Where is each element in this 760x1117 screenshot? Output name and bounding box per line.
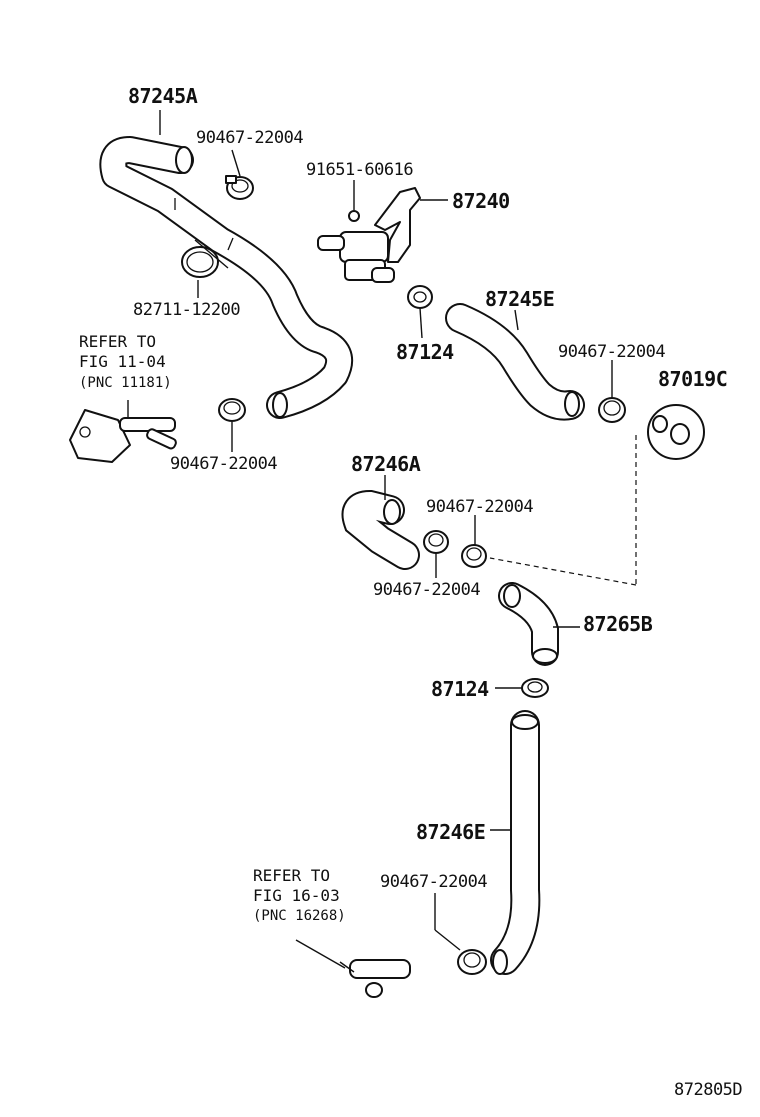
reference-part-16268	[339, 959, 411, 998]
figure-code: 872805D	[674, 1080, 743, 1100]
label-clamp-left: 90467-22004	[170, 454, 278, 474]
label-clamp-right: 90467-22004	[558, 342, 666, 362]
reference-note-2-line1: REFER TO	[253, 866, 331, 885]
label-87240: 87240	[452, 189, 510, 213]
reference-note-2-line3: (PNC 16268)	[253, 908, 346, 924]
label-87246e: 87246E	[416, 820, 486, 844]
clamp-top	[225, 175, 254, 200]
clamp-bottom	[457, 949, 487, 975]
hose-87246e	[490, 710, 541, 975]
label-87245a: 87245A	[128, 84, 198, 108]
clamp-87124-mid	[521, 678, 549, 698]
hose-87245a	[99, 136, 353, 419]
hose-87245e	[445, 303, 585, 421]
label-82711: 82711-12200	[133, 300, 241, 320]
valve-87240	[317, 187, 421, 283]
label-clamp-top: 90467-22004	[196, 128, 304, 148]
label-clamp-mid-upper: 90467-22004	[426, 497, 534, 517]
reference-note-1-line3: (PNC 11181)	[79, 375, 172, 391]
clamp-mid-lower	[423, 530, 449, 554]
dashed-connectors	[489, 435, 637, 586]
clamp-right	[598, 397, 626, 423]
label-87124-mid: 87124	[431, 677, 489, 701]
reference-note-1-line1: REFER TO	[79, 332, 157, 351]
label-clip-91651: 91651-60616	[306, 160, 414, 180]
leader-lines	[127, 110, 613, 969]
reference-part-11181	[69, 409, 177, 463]
grommet-87019c	[647, 404, 705, 460]
label-clamp-mid-lower: 90467-22004	[373, 580, 481, 600]
clamp-mid-upper	[461, 544, 487, 568]
label-clamp-bottom: 90467-22004	[380, 872, 488, 892]
clamp-87124-top	[407, 285, 433, 309]
label-87265b: 87265B	[583, 612, 653, 636]
hose-87246a	[341, 489, 420, 570]
reference-note-1-line2: FIG 11-04	[79, 352, 166, 371]
clamp-82711	[181, 239, 229, 278]
label-87245e: 87245E	[485, 287, 555, 311]
label-87019c: 87019C	[658, 367, 728, 391]
label-87124-top: 87124	[396, 340, 454, 364]
clamp-left	[218, 398, 246, 422]
hose-87265b	[498, 582, 559, 666]
reference-note-2-line2: FIG 16-03	[253, 886, 340, 905]
label-87246a: 87246A	[351, 452, 421, 476]
